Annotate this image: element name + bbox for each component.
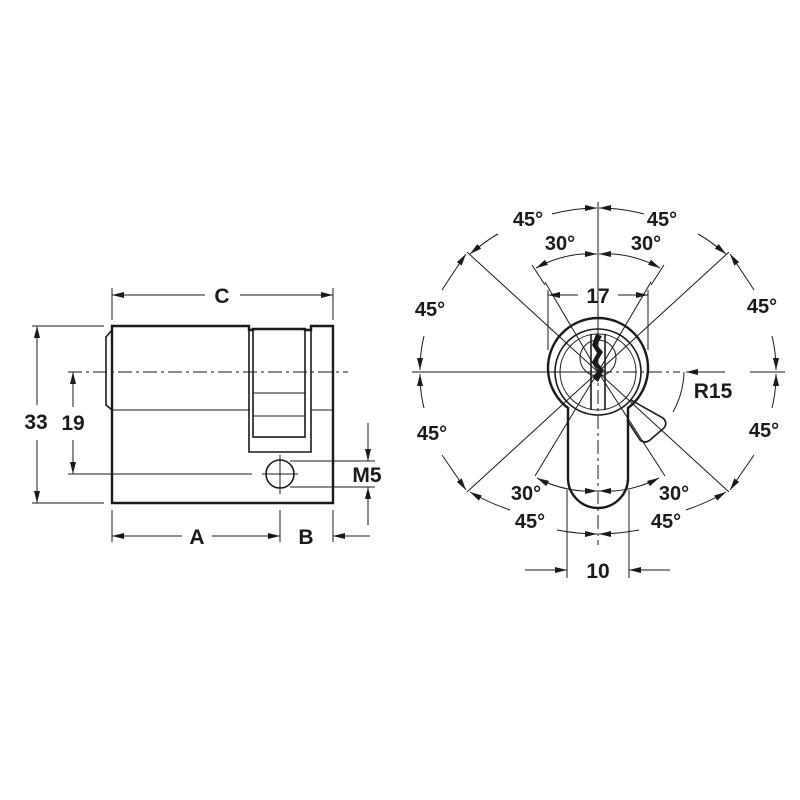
cylinder-body-outline bbox=[110, 324, 335, 505]
front-view: 45° 45° 30° 30° 17 45° 45° 45° 45° R15 bbox=[412, 202, 785, 583]
angle-label-bottom-left-45: 45° bbox=[515, 511, 545, 533]
cylinder-front-chamfer bbox=[105, 329, 113, 411]
angle-label-bottom-right-45: 45° bbox=[651, 511, 681, 533]
side-view: C 33 19 M5 A B bbox=[24, 285, 382, 549]
dim-label-17: 17 bbox=[586, 285, 609, 308]
angle-label-left-lower-45: 45° bbox=[417, 423, 447, 445]
dim-label-m5: M5 bbox=[352, 464, 381, 487]
dim-label-c: C bbox=[214, 285, 229, 308]
angle-label-right-upper-45: 45° bbox=[747, 296, 777, 318]
angle-label-top-right-30: 30° bbox=[631, 233, 661, 255]
angle-label-left-upper-45: 45° bbox=[415, 299, 445, 321]
dim-label-a: A bbox=[189, 526, 204, 549]
angle-label-right-lower-45: 45° bbox=[749, 420, 779, 442]
angle-label-top-left-45: 45° bbox=[513, 209, 543, 231]
dim-label-33: 33 bbox=[24, 411, 47, 434]
angle-label-top-left-30: 30° bbox=[545, 233, 575, 255]
profile-outline bbox=[546, 316, 650, 510]
cam-slot bbox=[248, 330, 312, 453]
angle-label-bottom-left-30: 30° bbox=[511, 483, 541, 505]
angle-label-bottom-right-30: 30° bbox=[659, 483, 689, 505]
dim-label-b: B bbox=[298, 526, 313, 549]
dim-label-19: 19 bbox=[61, 412, 84, 435]
radius-label-r15: R15 bbox=[694, 380, 733, 403]
angle-label-top-right-45: 45° bbox=[647, 209, 677, 231]
dim-label-10: 10 bbox=[586, 560, 609, 583]
cam bbox=[252, 328, 306, 438]
cam-tab bbox=[626, 399, 667, 443]
